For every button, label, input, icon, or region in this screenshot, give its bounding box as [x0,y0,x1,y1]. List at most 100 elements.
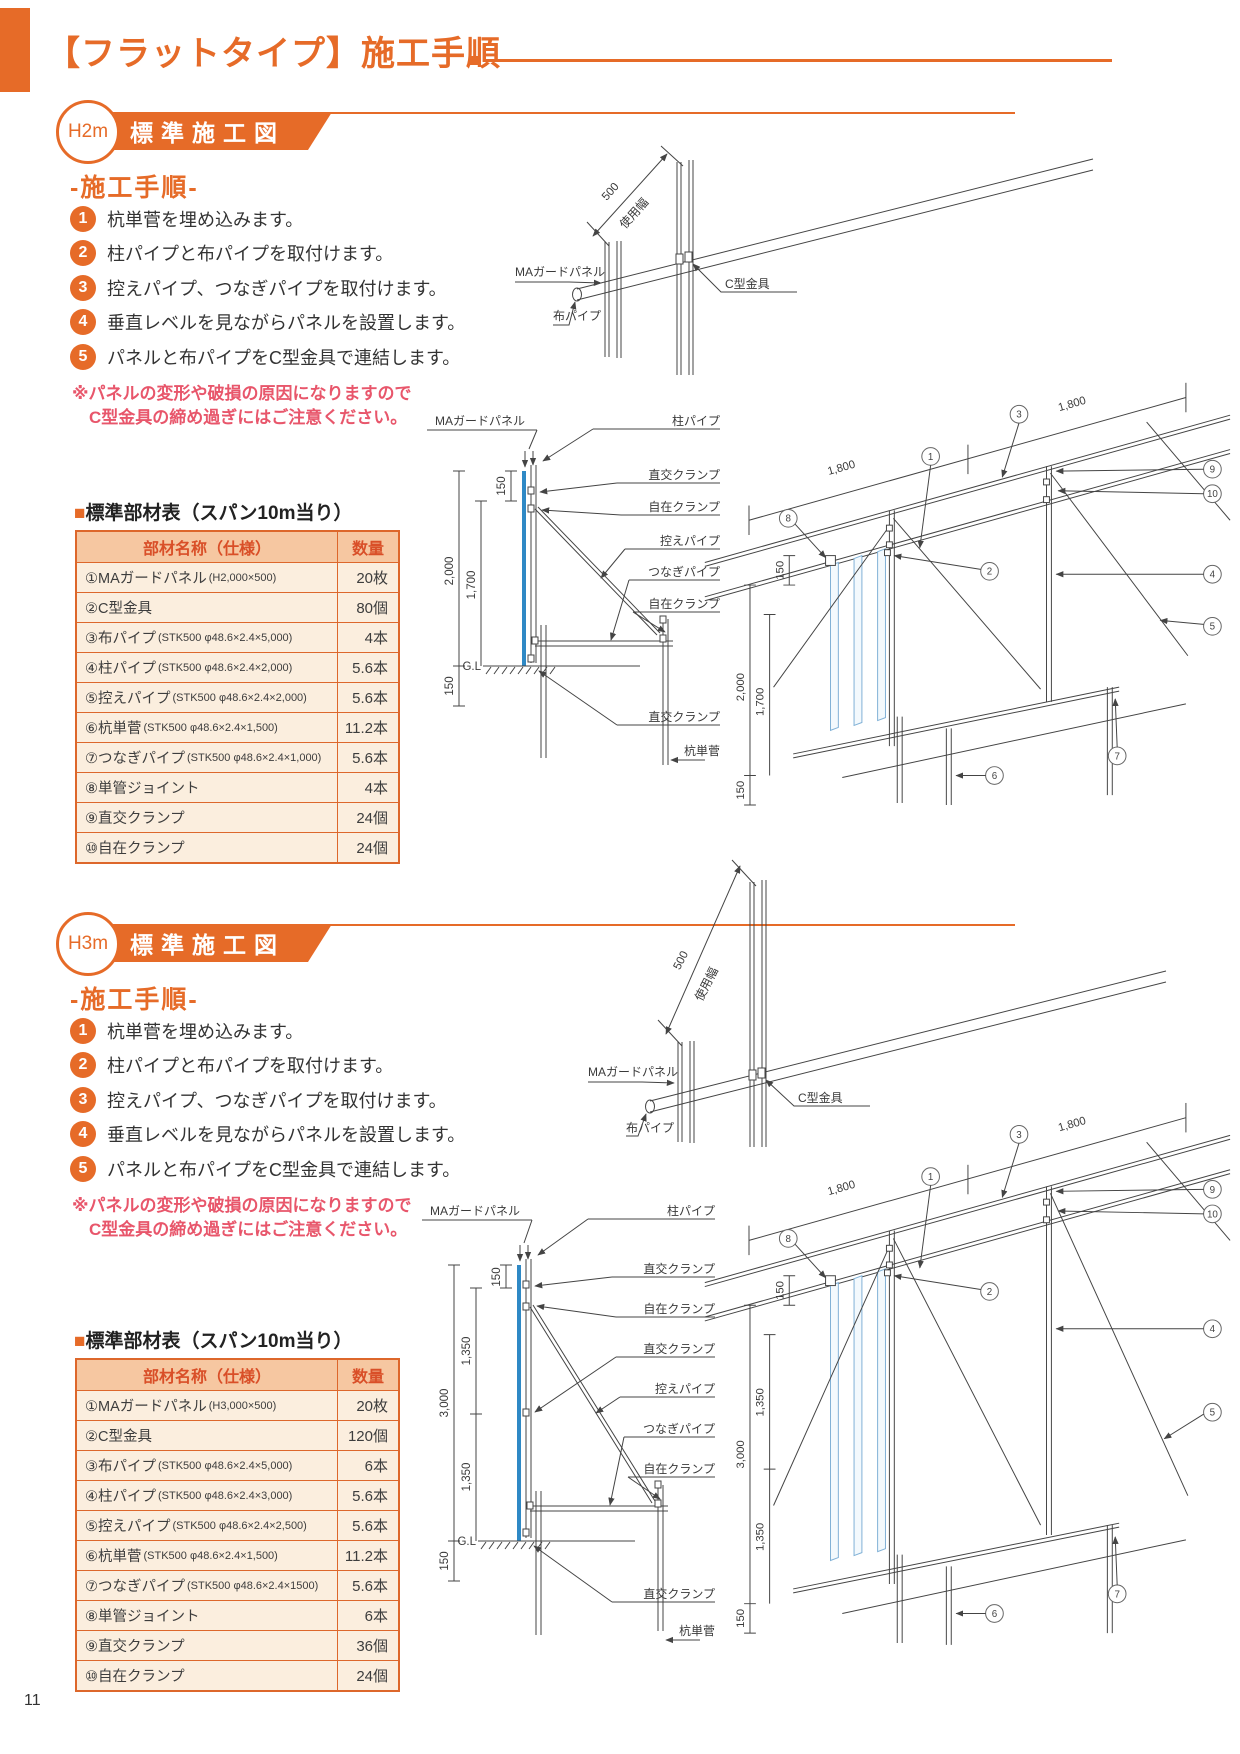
part-label: 杭単菅 [679,1623,715,1638]
below-ground-dim [453,666,465,707]
svg-text:3: 3 [1016,410,1022,421]
pile-pipes [896,1525,1113,1645]
brace-pipes [773,421,1231,690]
dim-label: 1,800 [826,459,856,478]
page-number: 11 [24,1692,41,1709]
dim-label: 2,000 [735,673,747,701]
table-title-marker: ■ [74,503,86,524]
svg-text:7: 7 [1114,751,1119,762]
part-label: 自在クランプ [648,597,720,611]
step-5: 5 パネルと布パイプをC型金具で連結します。 [70,344,460,370]
dimensions [744,555,796,806]
guard-panel [830,1281,839,1562]
panels [677,880,767,1147]
c-fitting [675,253,684,265]
step-text: 控えパイプ、つなぎパイプを取付けます。 [107,1091,447,1111]
svg-text:5: 5 [1210,622,1216,633]
svg-text:4: 4 [1210,570,1216,581]
warning-line1: ※パネルの変形や破損の原因になりますので [72,384,412,403]
step-number: 2 [70,240,96,266]
table-title-h2m: ■標準部材表（スパン10m当り） [74,498,352,525]
svg-text:2: 2 [987,567,992,578]
part-label: 杭単菅 [684,743,720,758]
dim-label: 500 [600,181,622,203]
table-title-text: 標準部材表（スパン10m当り） [85,1331,353,1352]
below-ground-dim [448,1541,460,1582]
dimension-1800 [748,382,1187,535]
col-qty-header: 数量 [337,1360,398,1390]
part-label: 布パイプ [626,1121,674,1135]
part-label: MAガードパネル [435,414,525,428]
guard-panel [830,561,839,732]
dim-label: 1,800 [1057,395,1087,414]
badge-h2m: H2m [56,100,120,164]
warning-line2: C型金具の締め過ぎにはご注意ください。 [89,408,408,427]
part-marks: 1 3 8 2 9 10 4 5 7 6 [778,1125,1222,1623]
posts [888,1186,1052,1585]
dim-label: 150 [439,1551,451,1570]
dimensions [448,1264,512,1542]
col-qty-header: 数量 [337,532,398,562]
diagram-h3m-side: MAガードパネル 150 3,000 1,350 1,350 G.L 150 柱… [422,1203,715,1644]
rail-pipes [704,414,1231,602]
guard-panel [522,471,526,666]
col-name-header: 部材名称（仕様） [142,1369,271,1386]
part-label: C型金具 [725,276,770,291]
part-label: つなぎパイプ [643,1422,715,1436]
step-number: 3 [70,275,96,301]
step-number: 5 [70,1156,96,1182]
table-row: ⑦つなぎパイプ(STK500 φ48.6×2.4×1,000)5.6本 [77,742,398,772]
table-row: ⑤控えパイプ(STK500 φ48.6×2.4×2,000)5.6本 [77,682,398,712]
table-row: ④柱パイプ(STK500 φ48.6×2.4×2,000)5.6本 [77,652,398,682]
parts-table-h2m: 部材名称（仕様） 数量 ①MAガードパネル(H2,000×500)20枚 ②C型… [75,530,400,864]
parts-table-h3m: 部材名称（仕様） 数量 ①MAガードパネル(H3,000×500)20枚 ②C型… [75,1358,400,1692]
part-label: 直交クランプ [643,1341,715,1356]
banner-rule-h3m [270,924,1015,926]
part-label: 控えパイプ [660,534,720,548]
table-title-text: 標準部材表（スパン10m当り） [85,503,353,524]
title-bullet [470,56,479,65]
pile-pipes [896,687,1113,805]
svg-text:6: 6 [992,771,998,782]
svg-text:10: 10 [1207,1209,1218,1220]
gl-label: G.L [457,1536,476,1548]
banner-h3m-label: 標準施工図 [130,932,285,958]
svg-text:8: 8 [786,514,792,525]
step-3: 3 控えパイプ、つなぎパイプを取付けます。 [70,275,447,301]
part-label: 柱パイプ [672,413,720,428]
dim-label: 500 [672,949,691,972]
pile-pipes [540,619,669,765]
posts [888,466,1052,747]
bottom-rails [793,686,1187,778]
step-text: パネルと布パイプをC型金具で連結します。 [107,348,461,368]
diagram-h3m-3d: 1,800 1,800 150 3,00 [704,1102,1231,1645]
diagram-h2m-panel-detail: 500 使用幅 MAガードパネル 布パイプ C型金具 [515,145,1094,375]
part-label: 自在クランプ [643,1462,715,1476]
bottom-rails [793,1522,1187,1614]
pile-pipes [535,1485,664,1635]
pillar-pipe [530,465,537,663]
step-2: 2 柱パイプと布パイプを取付けます。 [70,240,393,266]
table-header: 部材名称（仕様） 数量 [77,532,398,562]
step-number: 4 [70,309,96,335]
table-row: ③布パイプ(STK500 φ48.6×2.4×5,000)4本 [77,622,398,652]
dim-label: 1,700 [755,688,767,716]
guard-panel [517,1265,521,1541]
table-title-marker: ■ [74,1331,86,1352]
dimensions [744,1275,796,1634]
table-row: ①MAガードパネル(H3,000×500)20枚 [77,1390,398,1420]
step-2: 2 柱パイプと布パイプを取付けます。 [70,1052,393,1078]
rail-pipes [704,1134,1231,1322]
ground [483,665,640,675]
page-title: 【フラットタイプ】施工手順 [46,35,501,73]
warning-line1: ※パネルの変形や破損の原因になりますので [72,1196,412,1215]
step-text: 杭単菅を埋め込みます。 [107,210,304,230]
diagram-h2m-side: MAガードパネル 150 2,000 1,700 G.L 150 柱パイプ 直交… [427,413,720,765]
step-number: 4 [70,1121,96,1147]
banner-rule-h2m [270,112,1015,114]
